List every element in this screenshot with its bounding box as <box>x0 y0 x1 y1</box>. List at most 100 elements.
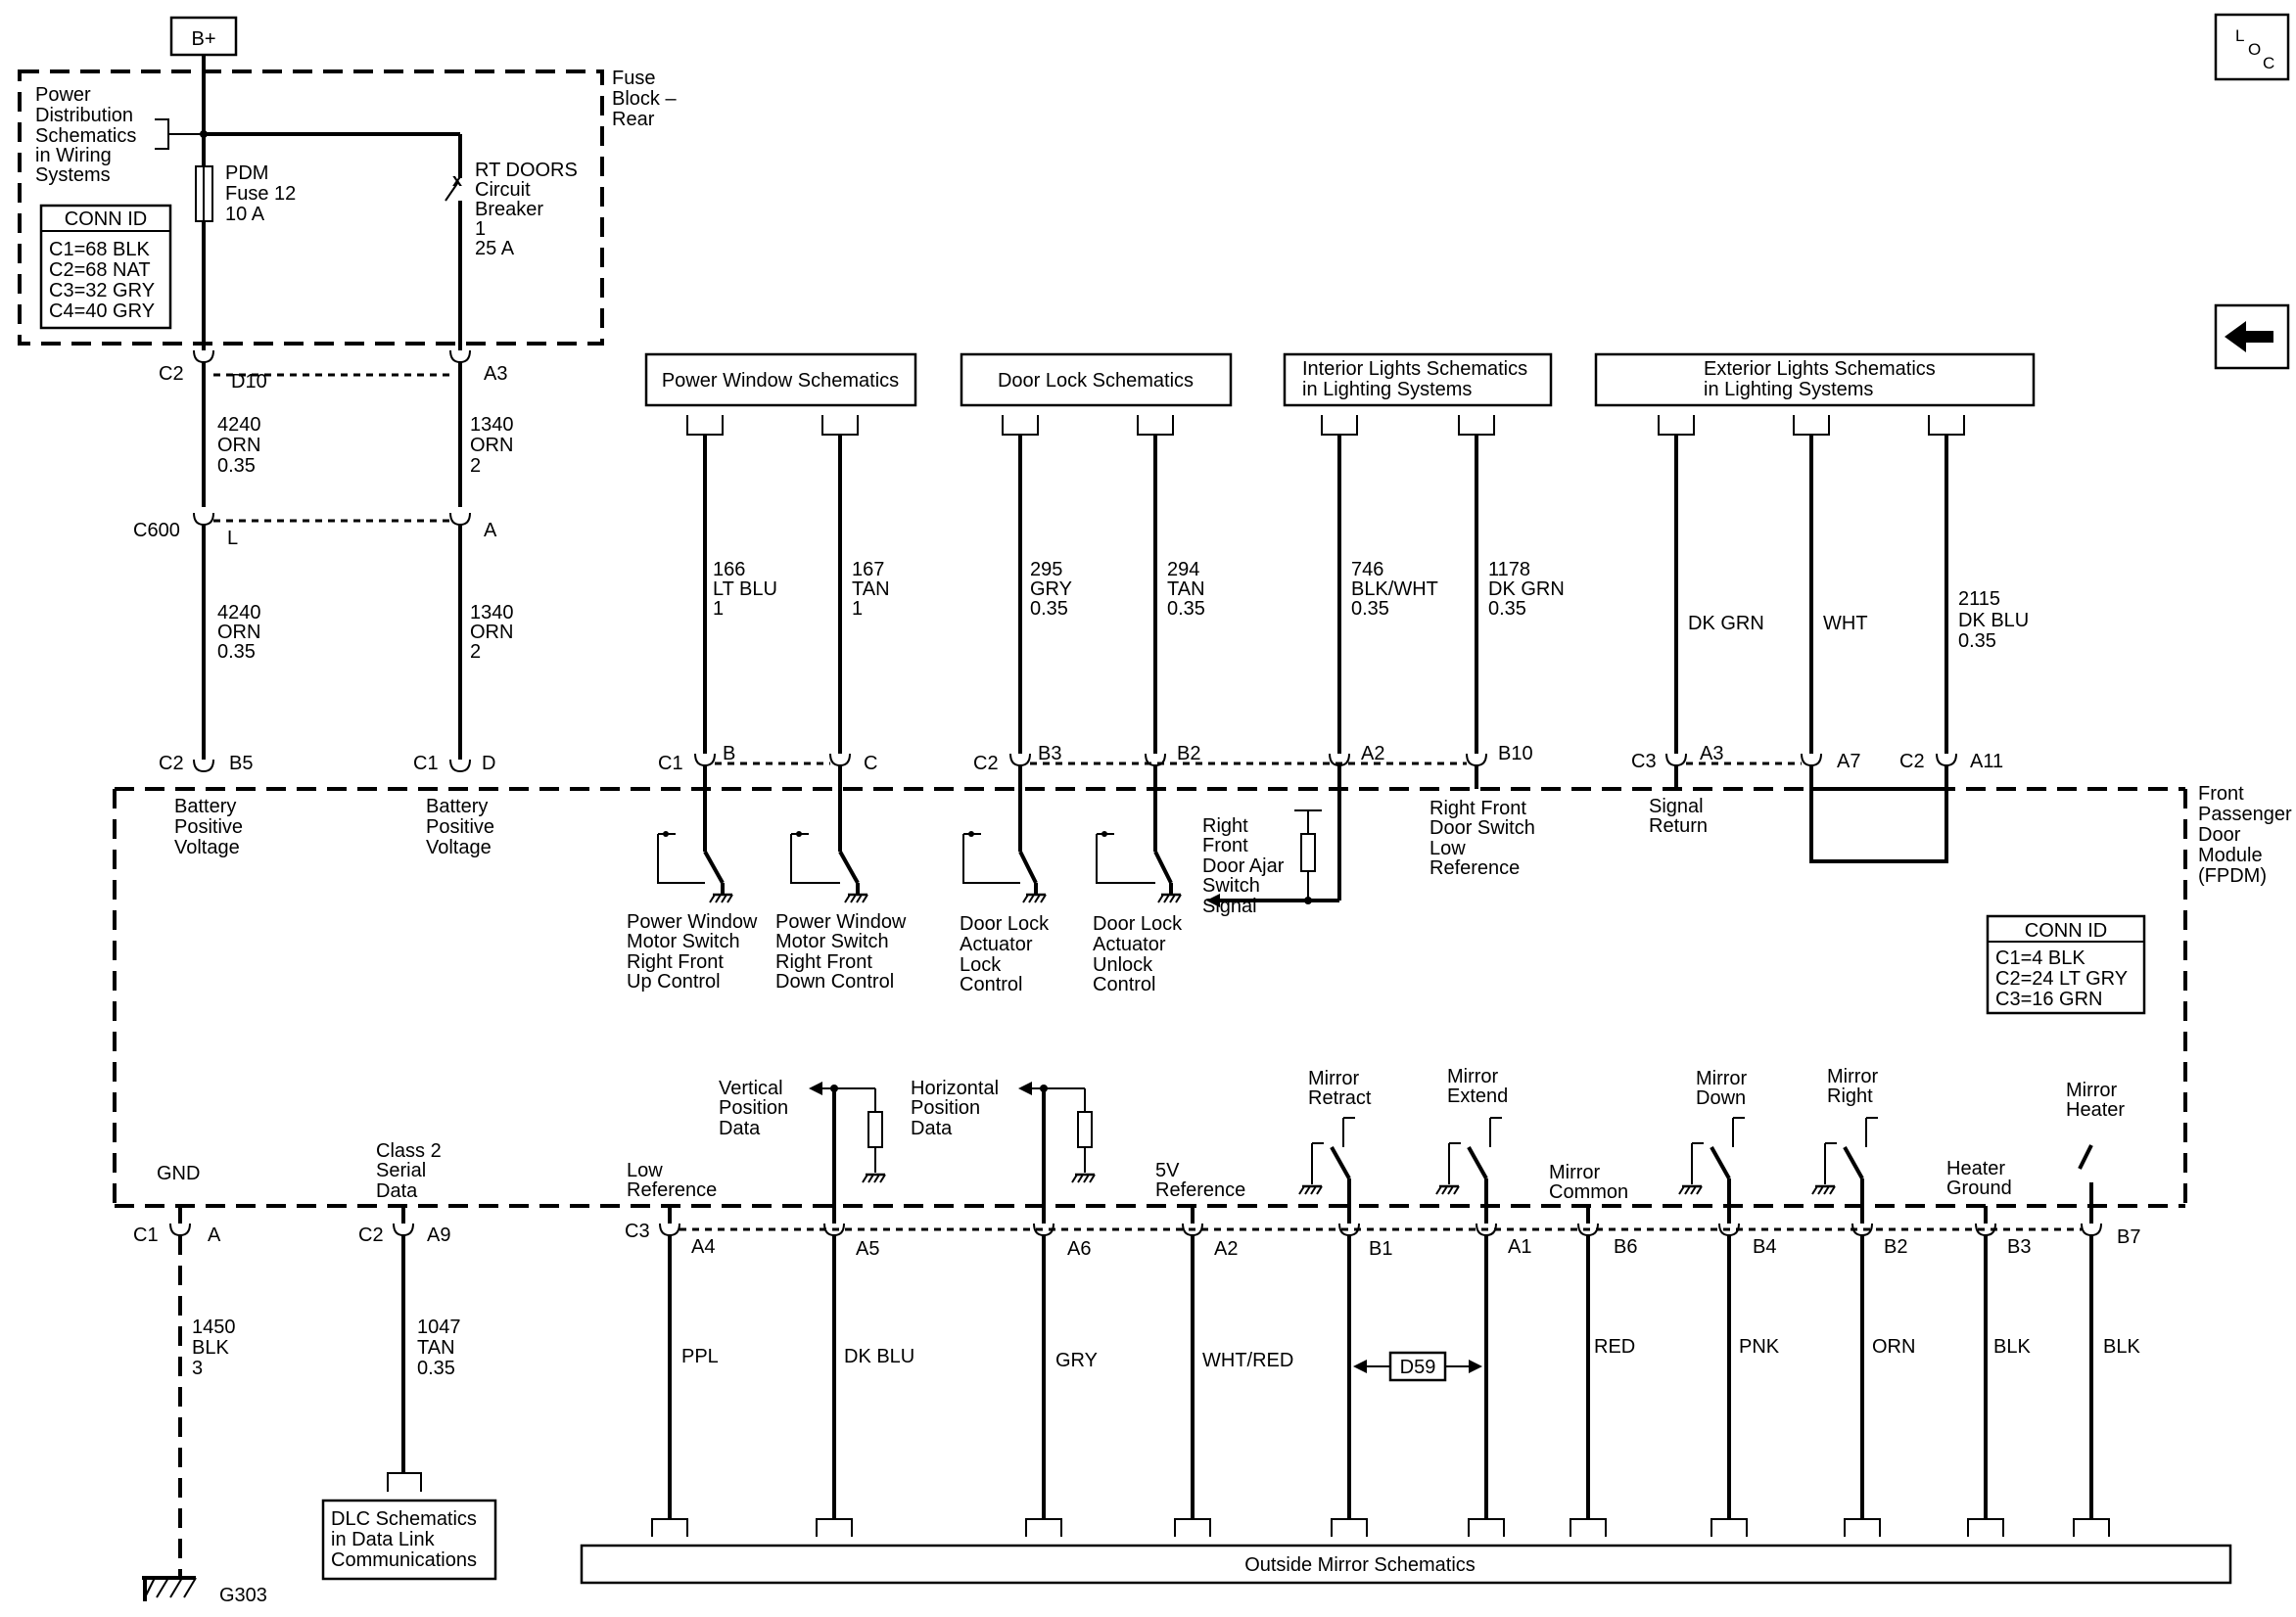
svg-text:0.35: 0.35 <box>1488 598 1526 620</box>
svg-text:C600: C600 <box>133 520 180 541</box>
pw-up-label: Power Window Motor Switch Right Front Up… <box>627 911 758 993</box>
svg-text:GRY: GRY <box>1030 578 1072 600</box>
svg-text:BLK/WHT: BLK/WHT <box>1351 578 1438 600</box>
svg-text:167: 167 <box>852 559 884 580</box>
battery-positive-voltage-2: Battery Positive Voltage <box>426 796 494 858</box>
svg-text:O: O <box>2248 40 2261 59</box>
svg-text:Right Front: Right Front <box>775 951 872 973</box>
svg-text:Actuator: Actuator <box>1093 934 1166 955</box>
svg-text:Signal: Signal <box>1202 896 1257 917</box>
svg-text:GRY: GRY <box>1055 1350 1098 1371</box>
power-distribution-label: Power Distribution Schematics in Wiring … <box>35 84 136 186</box>
svg-text:A1: A1 <box>1508 1236 1531 1258</box>
bottom-wire-labels: 1450 BLK 3 1047 TAN 0.35 PPL DK BLU GRY … <box>192 1317 2140 1379</box>
svg-text:Distribution: Distribution <box>35 105 133 126</box>
loc-icon[interactable]: L O C <box>2214 13 2290 81</box>
mirror-right-switch <box>1810 1117 1878 1206</box>
svg-text:Extend: Extend <box>1447 1086 1508 1107</box>
svg-text:Breaker: Breaker <box>475 199 543 220</box>
svg-text:Control: Control <box>1093 974 1155 995</box>
svg-text:B10: B10 <box>1498 743 1533 764</box>
svg-text:D59: D59 <box>1400 1357 1436 1378</box>
svg-text:C2: C2 <box>358 1224 384 1246</box>
svg-text:Ground: Ground <box>1946 1178 2012 1199</box>
pdm-fuse-label: PDM Fuse 12 10 A <box>225 162 296 225</box>
svg-text:1340: 1340 <box>470 414 514 436</box>
svg-text:1: 1 <box>713 598 724 620</box>
svg-text:CONN ID: CONN ID <box>65 208 147 230</box>
svg-text:A: A <box>208 1224 221 1246</box>
svg-text:Rear: Rear <box>612 109 655 130</box>
svg-text:PNK: PNK <box>1739 1336 1780 1358</box>
svg-text:Reference: Reference <box>1155 1179 1245 1201</box>
svg-text:Switch: Switch <box>1202 875 1260 897</box>
module-top-connectors: C2 B5 C1 D C1 B C C2 B3 B2 A2 B10 C3 A3 … <box>159 743 2003 774</box>
svg-text:DK GRN: DK GRN <box>1488 578 1565 600</box>
svg-text:DK BLU: DK BLU <box>844 1346 914 1367</box>
svg-text:Mirror: Mirror <box>1447 1066 1499 1087</box>
svg-text:A7: A7 <box>1837 751 1860 772</box>
svg-text:C1=68 BLK: C1=68 BLK <box>49 239 151 260</box>
svg-text:B2: B2 <box>1177 743 1200 764</box>
exterior-lights-schematics-box[interactable]: Exterior Lights Schematics in Lighting S… <box>1594 352 2036 407</box>
svg-text:Heater: Heater <box>2066 1099 2125 1121</box>
connector-c2-fuse-block: C2 D10 A3 <box>159 349 507 393</box>
bottom-connectors: C1 A C2 A9 C3 A4 A5 A6 A2 B1 A1 B6 B4 B2… <box>133 1206 2140 1260</box>
svg-text:Interior Lights Schematics: Interior Lights Schematics <box>1302 358 1527 380</box>
mirror-retract-switch <box>1297 1117 1355 1206</box>
svg-text:Down: Down <box>1696 1087 1746 1109</box>
fuse-block-label: Fuse Block – Rear <box>612 68 677 130</box>
svg-text:Motor Switch: Motor Switch <box>775 931 889 952</box>
svg-text:C2: C2 <box>1899 751 1925 772</box>
svg-text:B7: B7 <box>2117 1226 2140 1248</box>
svg-text:in Wiring: in Wiring <box>35 145 112 166</box>
svg-text:Control: Control <box>960 974 1022 995</box>
svg-text:Low: Low <box>1429 838 1466 859</box>
svg-text:B6: B6 <box>1614 1236 1637 1258</box>
svg-text:Fuse: Fuse <box>612 68 655 89</box>
svg-text:Communications: Communications <box>331 1549 477 1571</box>
top-wire-labels: 166 LT BLU 1 167 TAN 1 295 GRY 0.35 294 … <box>713 559 2029 652</box>
svg-text:5V: 5V <box>1155 1160 1180 1181</box>
svg-text:Circuit: Circuit <box>475 179 531 201</box>
svg-text:Door Lock: Door Lock <box>960 913 1050 935</box>
svg-text:x: x <box>452 170 462 190</box>
svg-text:ORN: ORN <box>1872 1336 1915 1358</box>
battery-label: B+ <box>191 28 215 50</box>
svg-text:Block –: Block – <box>612 88 677 110</box>
svg-text:Fuse 12: Fuse 12 <box>225 183 296 205</box>
power-window-up-switch <box>657 765 734 904</box>
svg-text:A2: A2 <box>1361 743 1384 764</box>
outside-mirror-schematics-box[interactable]: Outside Mirror Schematics <box>580 1544 2232 1585</box>
svg-text:C2: C2 <box>159 363 184 385</box>
svg-text:Right: Right <box>1202 815 1248 837</box>
svg-text:Unlock: Unlock <box>1093 954 1153 976</box>
svg-text:A: A <box>484 520 497 541</box>
interior-lights-schematics-box[interactable]: Interior Lights Schematics in Lighting S… <box>1283 352 1553 407</box>
svg-text:C2: C2 <box>159 753 184 774</box>
power-window-schematics-box[interactable]: Power Window Schematics <box>644 352 917 407</box>
svg-text:Door Switch: Door Switch <box>1429 817 1535 839</box>
svg-text:Battery: Battery <box>174 796 236 817</box>
dlc-schematics-box[interactable]: DLC Schematics in Data Link Communicatio… <box>321 1499 497 1581</box>
svg-text:A3: A3 <box>484 363 507 385</box>
svg-text:(FPDM): (FPDM) <box>2198 865 2267 887</box>
svg-text:C3: C3 <box>625 1221 650 1242</box>
svg-text:Voltage: Voltage <box>174 837 240 858</box>
door-ajar-circuit <box>1206 765 1341 907</box>
svg-text:10 A: 10 A <box>225 204 265 225</box>
svg-text:TAN: TAN <box>852 578 890 600</box>
door-lock-schematics-box[interactable]: Door Lock Schematics <box>960 352 1233 407</box>
back-arrow-icon[interactable] <box>2214 303 2290 370</box>
svg-text:C1=4 BLK: C1=4 BLK <box>1995 947 2085 969</box>
svg-text:C2: C2 <box>973 753 999 774</box>
door-low-ref-label: Right Front Door Switch Low Reference <box>1429 798 1535 879</box>
svg-text:Mirror: Mirror <box>1308 1068 1360 1089</box>
svg-text:Power: Power <box>35 84 91 106</box>
dl-lock-label: Door Lock Actuator Lock Control <box>960 913 1050 995</box>
fuse-block-conn-id: CONN ID C1=68 BLK C2=68 NAT C3=32 GRY C4… <box>39 204 172 330</box>
svg-text:B5: B5 <box>229 753 253 774</box>
svg-text:Outside Mirror Schematics: Outside Mirror Schematics <box>1244 1554 1476 1576</box>
svg-text:C3=16 GRN: C3=16 GRN <box>1995 989 2103 1010</box>
svg-text:Positive: Positive <box>174 816 243 838</box>
